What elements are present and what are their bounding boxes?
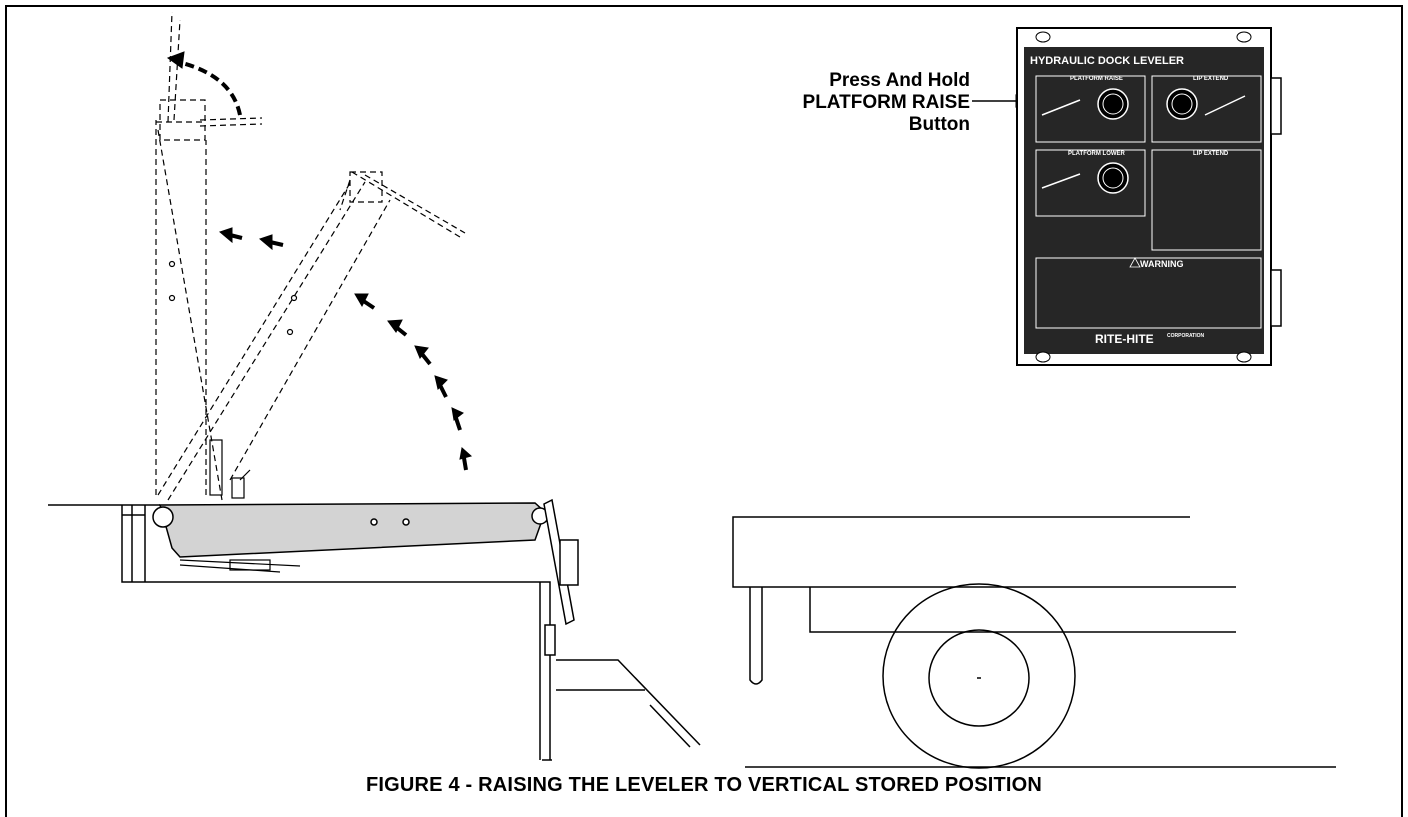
lift-mechanism <box>179 559 301 573</box>
figure-frame <box>5 5 1403 817</box>
leveler-vertical-details <box>168 260 223 496</box>
panel-label-lip-instructions: LIP EXTEND <box>1193 151 1229 157</box>
platform-raise-callout: Press And Hold PLATFORM RAISE Button <box>745 70 970 136</box>
panel-label-warning: WARNING <box>1140 259 1184 269</box>
panel-title: HYDRAULIC DOCK LEVELER <box>1030 55 1184 67</box>
panel-label-platform-lower: PLATFORM LOWER <box>1068 151 1126 157</box>
figure-caption: FIGURE 4 - RAISING THE LEVELER TO VERTIC… <box>365 774 1043 796</box>
callout-line-1: Press And Hold <box>829 70 970 91</box>
panel-label-platform-raise: PLATFORM RAISE <box>1070 76 1123 82</box>
panel-brand: RITE-HITE <box>1095 332 1154 346</box>
truck <box>732 516 1236 769</box>
panel-label-lip-extend: LIP EXTEND <box>1193 76 1229 82</box>
motion-arrows <box>166 51 473 471</box>
leveler-vertical-position <box>155 11 263 501</box>
control-panel: HYDRAULIC DOCK LEVELER PLATFORM RAISE LI… <box>1016 27 1282 366</box>
truck-wheel <box>882 583 1076 769</box>
callout-line-2: PLATFORM RAISE <box>802 92 970 113</box>
warning-icon <box>1129 257 1141 268</box>
dock-bumper-ramp <box>556 659 701 748</box>
leveler-lip <box>543 498 579 656</box>
callout-line-3: Button <box>908 114 970 135</box>
panel-brand-suffix: CORPORATION <box>1167 333 1205 339</box>
leveler-platform <box>152 502 549 558</box>
dock-pit <box>121 505 552 761</box>
leveler-mid-details <box>231 294 298 499</box>
truck-hub <box>928 629 1030 727</box>
leveler-mid-position <box>157 171 466 501</box>
